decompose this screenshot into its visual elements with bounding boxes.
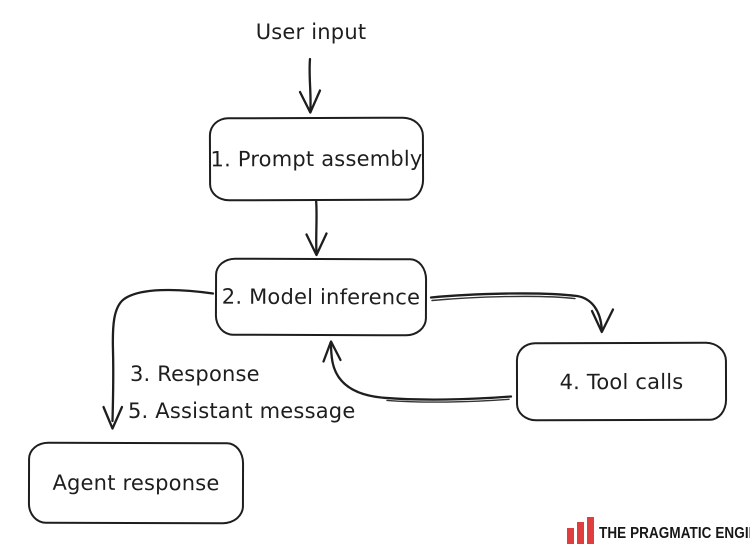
node-tool-calls: 4. Tool calls (515, 341, 728, 422)
node-model-inference: 2. Model inference (214, 257, 428, 337)
brand-logo: THE PRAGMATIC ENGINEER (566, 517, 750, 544)
node-agent-response-label: Agent response (52, 470, 220, 496)
node-model-inference-label: 2. Model inference (221, 284, 421, 310)
node-prompt-assembly: 1. Prompt assembly (208, 116, 425, 202)
brand-logo-text: THE PRAGMATIC ENGINEER (599, 525, 750, 542)
node-prompt-assembly-label: 1. Prompt assembly (210, 146, 423, 172)
arrow-prompt-assembly-to-model-inference (305, 197, 328, 257)
node-agent-response: Agent response (27, 441, 245, 525)
arrow-tool-calls-to-model-inference (322, 340, 513, 403)
arrow-model-inference-to-tool-calls (429, 292, 615, 334)
bar-chart-icon (567, 517, 594, 544)
edge-label-response: 3. Response (130, 362, 260, 386)
node-tool-calls-label: 4. Tool calls (559, 369, 684, 394)
arrow-user-input-to-prompt-assembly (298, 57, 322, 114)
node-user-input: User input (255, 20, 367, 44)
edge-label-assistant-message: 5. Assistant message (128, 399, 356, 423)
